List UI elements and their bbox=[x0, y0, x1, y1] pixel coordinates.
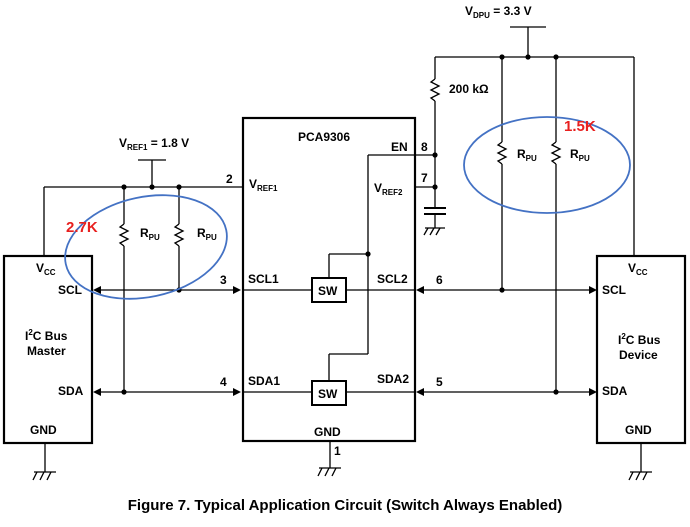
pin-2-label: 2 bbox=[226, 172, 233, 186]
capacitor bbox=[424, 207, 446, 228]
pin-4-label: 4 bbox=[220, 375, 227, 389]
left-highlight-ellipse bbox=[64, 194, 228, 300]
i2c-master-box: VCC SCL I2C Bus Master SDA GND bbox=[2, 254, 94, 445]
figure-caption: Figure 7. Typical Application Circuit (S… bbox=[128, 497, 563, 514]
master-vcc-label: VCC bbox=[36, 261, 56, 277]
right-rpu-label-2: RPU bbox=[570, 147, 590, 163]
pin-8-label: 8 bbox=[421, 140, 428, 154]
chip-vref1-label: VREF1 bbox=[249, 177, 278, 193]
pin-7-label: 7 bbox=[421, 171, 428, 185]
master-sda-label: SDA bbox=[58, 384, 84, 398]
resistor-200k: 200 kΩ bbox=[429, 57, 489, 208]
resistor-200k-label: 200 kΩ bbox=[449, 82, 489, 96]
chip-en-label: EN bbox=[391, 140, 408, 154]
pin-1-label: 1 bbox=[334, 444, 341, 458]
device-vcc-label: VCC bbox=[628, 261, 648, 277]
vdpu-supply: VDPU = 3.3 V bbox=[465, 4, 546, 57]
device-sda-label: SDA bbox=[602, 384, 628, 398]
device-name-line2: Device bbox=[619, 348, 658, 362]
left-rpu-label-2: RPU bbox=[197, 226, 217, 242]
device-gnd-label: GND bbox=[625, 423, 652, 437]
left-rpu-label-1: RPU bbox=[140, 226, 160, 242]
chip-sda1-label: SDA1 bbox=[248, 374, 280, 388]
master-name-line1: I2C Bus bbox=[25, 328, 68, 343]
device-scl-label: SCL bbox=[602, 283, 626, 297]
right-rpu-label-1: RPU bbox=[517, 147, 537, 163]
pin-6-label: 6 bbox=[436, 273, 443, 287]
chip-name: PCA9306 bbox=[298, 130, 350, 144]
right-annotation-value: 1.5K bbox=[564, 118, 596, 135]
chip-vref2-label: VREF2 bbox=[374, 181, 403, 197]
master-ground-icon bbox=[32, 443, 56, 481]
right-sda-bus: 5 bbox=[416, 375, 597, 396]
i2c-device-box: VCC SCL I2C Bus Device SDA GND bbox=[595, 254, 687, 445]
chip-sda2-label: SDA2 bbox=[377, 372, 409, 386]
pin-3-label: 3 bbox=[220, 273, 227, 287]
device-name-line1: I2C Bus bbox=[618, 332, 661, 347]
right-scl-bus: 6 bbox=[416, 273, 597, 294]
chip-scl1-label: SCL1 bbox=[248, 272, 279, 286]
right-highlight-ellipse bbox=[463, 116, 631, 214]
right-rpu-sda: RPU bbox=[550, 57, 590, 392]
pin-5-label: 5 bbox=[436, 375, 443, 389]
sda-switch: SW bbox=[311, 380, 347, 406]
chip-gnd-label: GND bbox=[314, 425, 341, 439]
scl-switch-label: SW bbox=[318, 284, 338, 298]
left-rpu-scl: RPU bbox=[118, 187, 160, 392]
device-ground-icon bbox=[628, 443, 652, 481]
master-gnd-label: GND bbox=[30, 423, 57, 437]
chip-scl2-label: SCL2 bbox=[377, 272, 408, 286]
master-scl-label: SCL bbox=[58, 283, 82, 297]
left-sda-bus: 4 bbox=[93, 375, 241, 396]
vdpu-label: VDPU = 3.3 V bbox=[465, 4, 532, 20]
left-scl-bus: 3 bbox=[93, 273, 241, 294]
left-rpu-sda: RPU bbox=[173, 187, 217, 290]
master-name-line2: Master bbox=[27, 344, 66, 358]
capacitor-ground-icon bbox=[423, 227, 445, 236]
scl-switch: SW bbox=[311, 277, 347, 303]
right-rpu-scl: RPU bbox=[496, 57, 537, 290]
vref1-supply: VREF1 = 1.8 V bbox=[119, 136, 189, 187]
sda-switch-label: SW bbox=[318, 387, 338, 401]
vref1-label: VREF1 = 1.8 V bbox=[119, 136, 189, 152]
left-annotation-value: 2.7K bbox=[66, 219, 98, 236]
pca9306-chip: PCA9306 EN VREF1 VREF2 SCL1 SCL2 SDA1 SD… bbox=[241, 116, 417, 443]
chip-ground-icon: 1 bbox=[317, 441, 341, 477]
